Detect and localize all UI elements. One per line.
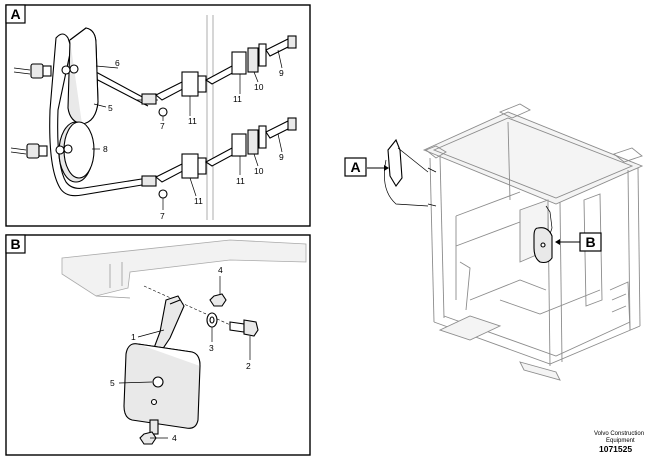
panel-b-tag: B (11, 236, 21, 252)
upper-mount-assembly (141, 35, 297, 117)
footer-credit: Volvo Construction Equipment 1071525 (594, 431, 644, 454)
callout-9-lower: 9 (279, 152, 284, 162)
lower-mount-assembly (141, 117, 297, 199)
panel-a-leaders (92, 49, 283, 210)
overview-tag-a-box (344, 157, 367, 177)
callout-b-2: 2 (246, 361, 251, 371)
callout-b-4-lower: 4 (172, 433, 177, 443)
callout-5: 5 (108, 103, 113, 113)
bolt (229, 319, 259, 337)
callout-10-upper: 10 (254, 82, 264, 92)
panel-a-tag: A (11, 6, 21, 22)
callout-b-3: 3 (209, 343, 214, 353)
upper-mirror (67, 27, 99, 125)
callout-9-upper: 9 (279, 68, 284, 78)
nut-upper (209, 293, 227, 307)
panel-b-tag-box (5, 234, 26, 254)
overview-tag-b-box (579, 232, 602, 252)
callout-b-5: 5 (110, 378, 115, 388)
document-number: 1071525 (599, 444, 632, 454)
assembly-axis (143, 285, 247, 333)
callout-7-lower: 7 (160, 211, 165, 221)
upper-adjust-knob (13, 63, 79, 79)
lower-adjust-knob (10, 143, 73, 159)
company-line-2: Equipment (606, 438, 635, 444)
callout-11-lower-left: 11 (194, 196, 203, 206)
panel-b-leaders (118, 276, 251, 439)
panel-a: 6 5 8 7 7 11 11 10 9 11 11 10 9 A (5, 4, 311, 227)
callout-b-1: 1 (131, 332, 136, 342)
callout-11-upper-right: 11 (233, 94, 242, 104)
panel-b-mirror (123, 343, 201, 435)
cab-overview: A B (344, 103, 644, 381)
panel-a-tag-box (5, 4, 26, 24)
lower-mirror (58, 121, 95, 183)
overview-tag-a: A (351, 159, 361, 175)
callout-6: 6 (115, 58, 120, 68)
overview-tag-b: B (586, 234, 596, 250)
callout-11-lower-right: 11 (236, 176, 245, 186)
company-line-1: Volvo Construction (594, 431, 644, 437)
callout-8: 8 (103, 144, 108, 154)
washer (206, 312, 218, 328)
callout-b-4-upper: 4 (218, 265, 223, 275)
callout-11-upper-left: 11 (188, 116, 197, 126)
nut-lower (139, 431, 157, 445)
callout-10-lower: 10 (254, 166, 264, 176)
panel-b: 4 1 3 2 5 4 B (5, 234, 311, 456)
overview-right-mirror (533, 205, 553, 264)
callout-7-upper: 7 (160, 121, 165, 131)
